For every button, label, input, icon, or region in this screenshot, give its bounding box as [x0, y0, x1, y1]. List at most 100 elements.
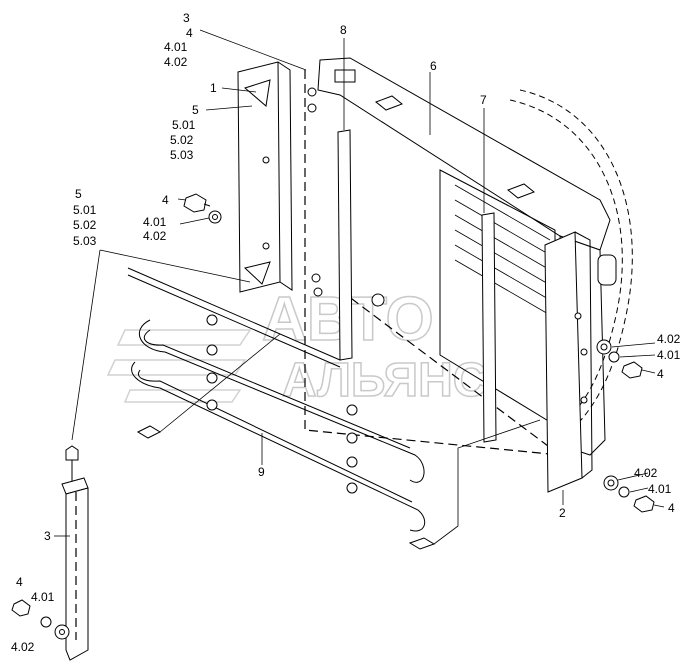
inset-washer-outer-hole — [59, 629, 65, 635]
label-lg-502: 5.02 — [73, 218, 97, 232]
bracket-right-plate — [544, 231, 583, 493]
inset-bracket-body — [65, 487, 89, 661]
label-rl-4: 4 — [668, 501, 675, 515]
radiator-left-frame-dashed — [304, 70, 561, 456]
radiator-mount-pad-3 — [507, 183, 535, 199]
leader-lines — [54, 29, 665, 537]
label-hose-9: 9 — [258, 465, 265, 479]
bracket-left-bolt-2 — [307, 103, 317, 113]
washer-right-upper-inner — [608, 351, 620, 363]
leader-right-lower-401 — [629, 487, 649, 493]
hose-bolt-left — [136, 425, 162, 439]
washer-left-hole — [212, 214, 218, 220]
label-ru-401: 4.01 — [657, 348, 681, 362]
washer-right-upper-outer-hole — [600, 343, 608, 351]
fan-shroud-inner-outline — [509, 99, 623, 431]
bracket-right-hole-3 — [580, 396, 588, 404]
bracket-left-plate — [237, 61, 281, 293]
bolt-right-lower — [633, 495, 655, 513]
bracket-right — [544, 231, 593, 493]
leader-bracket-left-fasteners — [205, 105, 253, 111]
label-top-4: 4 — [186, 26, 193, 40]
leader-washer-left — [179, 217, 210, 225]
rail-7-strip — [481, 212, 497, 443]
inset-bracket-detail — [11, 445, 89, 661]
leader-right-upper-401 — [619, 354, 656, 358]
label-rail-8: 8 — [340, 23, 347, 37]
radiator-outlet-pipe — [597, 254, 617, 286]
cooling-hose — [127, 267, 541, 550]
hose-loop-2-inner — [138, 369, 413, 503]
washer-right-lower-outer-hole — [607, 479, 615, 487]
watermark-line2: АЛЬЯНС — [282, 354, 487, 407]
hose-loop-1-inner — [143, 329, 411, 449]
bracket-left-gusset-bottom — [243, 261, 271, 285]
radiator-diagonal-dashed — [339, 289, 561, 456]
leader-right-upper-402 — [611, 342, 656, 348]
label-bracket-left: 1 — [210, 81, 217, 95]
hose-rod — [127, 267, 341, 368]
leader-left-group-1 — [99, 249, 251, 283]
label-bracket-right-2: 2 — [559, 506, 566, 520]
rail-7 — [481, 212, 497, 443]
label-inset-401: 4.01 — [31, 590, 55, 604]
leader-right-lower-4 — [653, 504, 665, 508]
label-ru-4: 4 — [657, 367, 664, 381]
leader-right-upper-4 — [641, 369, 656, 374]
label-washer-left-401: 4.01 — [143, 215, 167, 229]
inset-bolt-side — [11, 599, 31, 617]
label-rail-7: 7 — [480, 93, 487, 107]
hose-bolt-right-leader — [433, 419, 541, 545]
hose-clip-2 — [206, 344, 218, 356]
leader-bolt-left — [177, 198, 187, 201]
bracket-left-flange — [277, 61, 293, 291]
label-lg-5: 5 — [75, 187, 82, 201]
label-top-401: 4.01 — [164, 40, 188, 54]
hose-clip-8 — [346, 482, 358, 494]
label-rl-402: 4.02 — [634, 466, 658, 480]
label-lg-501: 5.01 — [73, 203, 97, 217]
fasteners-right — [596, 339, 655, 513]
leader-left-group-2 — [71, 249, 101, 441]
fan-shroud-outline — [519, 89, 633, 441]
bracket-right-hole-2 — [580, 348, 588, 356]
hose-bolt-left-leader — [159, 333, 281, 433]
radiator-top-frame — [317, 57, 611, 251]
label-inset-4: 4 — [16, 575, 23, 589]
hose-clip-5 — [346, 404, 358, 416]
bracket-left — [237, 61, 323, 297]
bracket-left-bolt-3 — [311, 273, 321, 283]
bolt-left-shank — [203, 203, 211, 207]
washer-right-lower-inner — [618, 486, 630, 498]
label-radiator-6: 6 — [430, 59, 437, 73]
hose-clip-3 — [206, 372, 218, 384]
bracket-right-flange — [574, 231, 593, 479]
inset-bolt-head — [65, 445, 79, 461]
label-bl-503: 5.03 — [170, 148, 194, 162]
leader-top-group — [199, 29, 307, 71]
label-bolt-left-4: 4 — [162, 193, 169, 207]
hose-clip-4 — [206, 399, 218, 411]
rail-8 — [337, 129, 353, 361]
nut-center — [371, 293, 385, 307]
bracket-left-gusset-top — [243, 79, 271, 107]
radiator-mount-pad-1 — [334, 69, 356, 83]
bracket-left-hole-1 — [262, 156, 270, 164]
hose-loop-1 — [138, 319, 425, 483]
leader-right-lower-402 — [617, 472, 649, 481]
watermark-logo-stripes — [106, 329, 252, 403]
label-lg-503: 5.03 — [73, 234, 97, 248]
hose-clip-7 — [346, 456, 358, 468]
bracket-left-hole-2 — [262, 242, 270, 250]
bracket-right-hole-1 — [574, 312, 582, 320]
leader-bracket-left — [221, 87, 257, 93]
label-top-402: 4.02 — [164, 55, 188, 69]
inset-washer-inner — [40, 616, 52, 628]
rail-8-strip — [337, 129, 353, 361]
hose-bolt-right — [408, 537, 436, 550]
bracket-left-bolt-4 — [313, 287, 323, 297]
label-rl-401: 4.01 — [648, 482, 672, 496]
hose-clip-1 — [206, 314, 218, 326]
